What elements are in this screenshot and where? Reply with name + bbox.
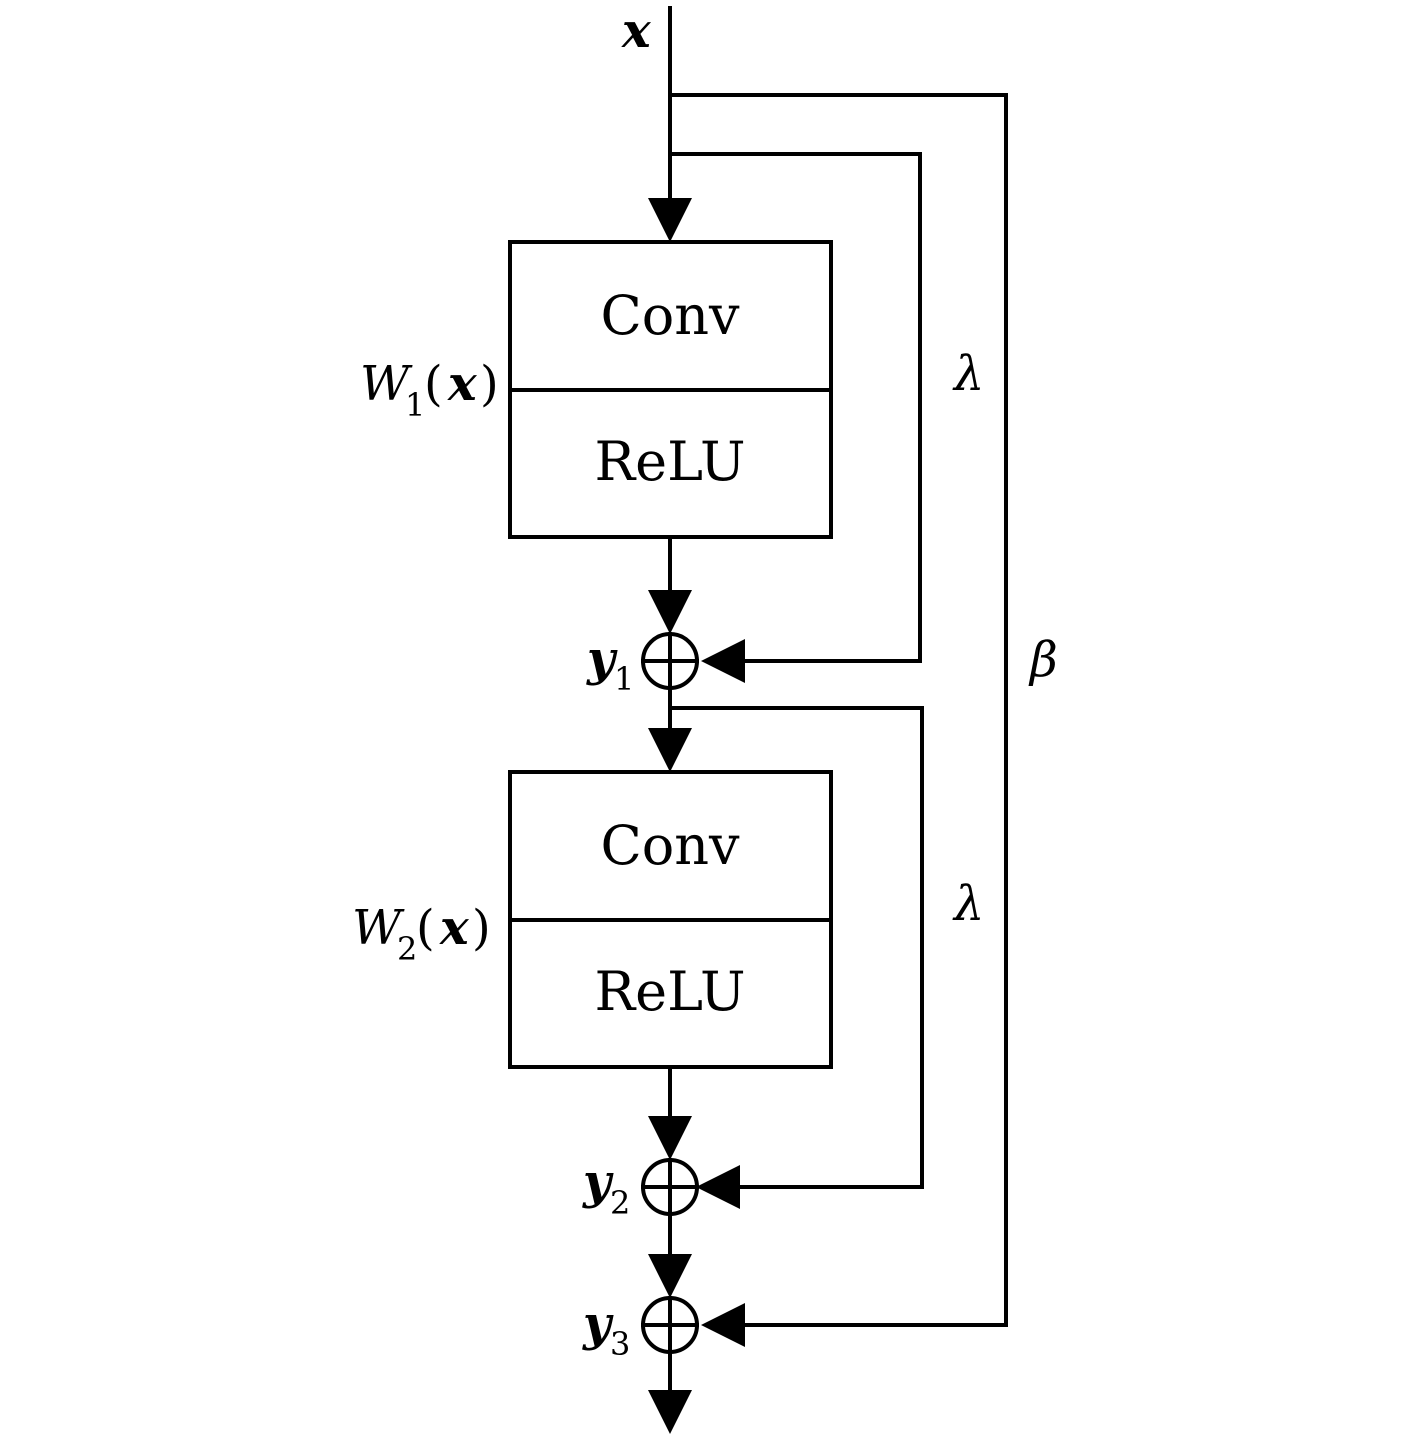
svg-text:y: y	[582, 1154, 614, 1210]
sum-node-1	[641, 632, 699, 690]
input-label: x	[621, 3, 652, 59]
arrow-inner-skip-1	[701, 639, 745, 683]
output-arrow	[648, 1390, 692, 1434]
sum-3-label: y 3	[582, 1296, 630, 1363]
block-2-conv-label: Conv	[600, 814, 740, 877]
arrow-outer-skip	[701, 1303, 745, 1347]
block-1: Conv ReLU	[508, 240, 833, 539]
arrow-inner-skip-2	[696, 1165, 740, 1209]
block-1-conv-label: Conv	[600, 284, 740, 347]
arrow-into-block-1	[648, 198, 692, 242]
block-1-function-label: W 1 ( x )	[360, 356, 499, 424]
block-2-fn-arg: x	[439, 900, 470, 956]
block-1-fn-close-paren: )	[480, 356, 499, 412]
block-1-fn-arg: x	[447, 356, 478, 412]
inner-skip-connection-2	[668, 706, 924, 1189]
sum-2-label: y 2	[582, 1154, 630, 1222]
sum-node-2	[641, 1158, 699, 1216]
block-2-fn-name: W	[352, 900, 405, 956]
block-1-fn-name: W	[360, 356, 413, 412]
inner-skip-connection-1	[668, 152, 922, 663]
svg-text:2: 2	[610, 1184, 630, 1222]
block-1-relu-label: ReLU	[594, 430, 745, 493]
block-2-relu-label: ReLU	[594, 960, 745, 1023]
svg-text:3: 3	[610, 1325, 630, 1363]
block-2-fn-sub: 2	[397, 930, 417, 968]
block-1-fn-sub: 1	[405, 386, 425, 424]
block-2: Conv ReLU	[508, 770, 833, 1069]
inner-skip-weight-1: λ	[952, 346, 984, 402]
block-2-function-label: W 2 ( x )	[352, 900, 491, 968]
outer-skip-connection	[668, 93, 1008, 1327]
svg-text:1: 1	[614, 660, 634, 698]
arrow-into-sum-1	[648, 590, 692, 634]
sum-1-label: y 1	[586, 631, 634, 698]
svg-text:y: y	[582, 1296, 614, 1352]
block-2-fn-open-paren: (	[416, 900, 435, 956]
arrow-into-sum-3	[648, 1254, 692, 1298]
sum-node-3	[641, 1296, 699, 1354]
block-1-fn-open-paren: (	[424, 356, 443, 412]
arrow-into-sum-2	[648, 1116, 692, 1160]
svg-text:y: y	[586, 631, 618, 687]
block-2-fn-close-paren: )	[472, 900, 491, 956]
arrow-into-block-2	[648, 728, 692, 772]
outer-skip-weight: β	[1028, 632, 1058, 688]
inner-skip-weight-2: λ	[952, 876, 984, 932]
